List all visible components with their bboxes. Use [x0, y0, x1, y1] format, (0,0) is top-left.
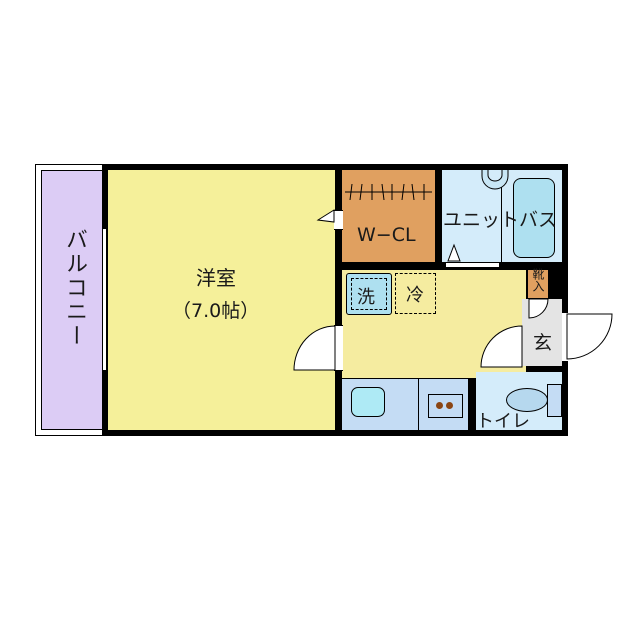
shoe-box-door-swing-icon [528, 298, 549, 319]
hanger-rod-icon [345, 183, 432, 201]
front-door[interactable] [562, 313, 568, 361]
fridge-space[interactable] [395, 273, 436, 314]
closet-door[interactable] [334, 210, 343, 230]
western-room [108, 170, 335, 430]
balcony [41, 170, 103, 430]
washer[interactable] [346, 273, 392, 315]
sink[interactable] [351, 387, 385, 417]
shoe-box-label: 靴入 [531, 268, 545, 292]
burner-1-icon [436, 402, 443, 409]
front-door-swing-icon [566, 313, 613, 360]
bathtub[interactable] [513, 178, 555, 258]
entrance-label: 玄 [533, 332, 553, 354]
washer-label: 洗 [357, 287, 375, 308]
bath-partition [501, 170, 502, 262]
shoe-box[interactable] [528, 270, 548, 298]
washer-pan [351, 278, 387, 310]
burner-2-icon [446, 402, 453, 409]
fridge-label: 冷 [406, 285, 424, 306]
stove[interactable] [428, 394, 463, 418]
unit-bath-label: ユニットバス [443, 209, 558, 231]
toilet-bowl[interactable] [506, 388, 548, 412]
toilet-tank [547, 384, 562, 417]
walk-in-closet-label: W−CL [357, 224, 416, 246]
walk-in-closet [342, 170, 435, 262]
toilet-label: トイレ [476, 411, 530, 432]
room-door[interactable] [334, 325, 343, 371]
balcony-window[interactable] [102, 229, 107, 370]
western-room-label: 洋室 [196, 266, 236, 290]
door-swing-icon [316, 209, 335, 223]
balcony-label: バルコニー [62, 228, 87, 348]
washbasin-icon [481, 170, 509, 190]
bath-door-swing-icon [447, 243, 461, 262]
counter-divider [418, 379, 419, 430]
room-door-swing-icon [293, 325, 336, 371]
western-room-size: （7.0帖） [172, 300, 260, 322]
toilet-door-swing-icon [480, 325, 523, 368]
bath-door[interactable] [445, 262, 500, 268]
